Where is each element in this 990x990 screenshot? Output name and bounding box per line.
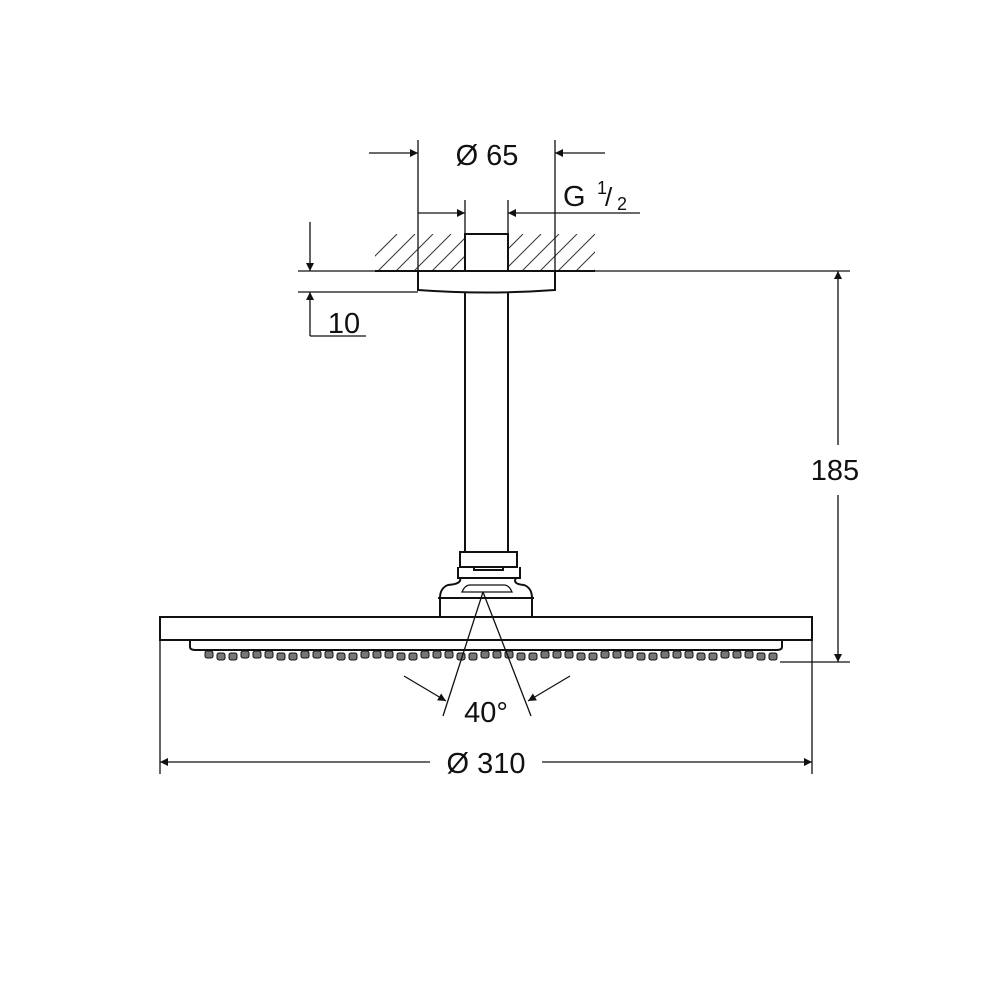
nozzle [276, 652, 286, 661]
nut [459, 551, 518, 571]
nozzle [540, 650, 550, 659]
ball-joint [438, 567, 534, 599]
nozzle [612, 650, 622, 659]
nozzle [432, 650, 442, 659]
hatch-line [413, 234, 452, 271]
nozzle [660, 650, 670, 659]
total-height-label: 185 [811, 455, 859, 487]
nozzle [396, 652, 406, 661]
hatch-line [375, 234, 398, 257]
nozzle [492, 650, 502, 659]
nozzle [216, 652, 226, 661]
nozzle [372, 650, 382, 659]
nozzle [480, 650, 490, 659]
nozzle [444, 650, 454, 659]
hatch-line [612, 234, 649, 271]
nozzle [300, 650, 310, 659]
flange-height-label: 10 [328, 308, 360, 340]
nozzles [204, 650, 778, 661]
nozzle [516, 652, 526, 661]
nozzle [696, 652, 706, 661]
hatch-line [395, 234, 434, 271]
hatch-line [431, 234, 470, 271]
hatch-line [521, 234, 560, 271]
nozzle [336, 652, 346, 661]
nozzle [252, 650, 262, 659]
hatch-line [575, 251, 595, 271]
nozzle [588, 652, 598, 661]
hatch-line [377, 234, 416, 271]
nozzle [648, 652, 658, 661]
nozzle [552, 650, 562, 659]
nozzle [756, 652, 766, 661]
hatch-line [557, 234, 595, 271]
wall-flange [417, 271, 556, 294]
svg-text:/: / [605, 182, 613, 212]
nozzle [576, 652, 586, 661]
spray-angle-line-left [442, 591, 484, 717]
nozzle [312, 650, 322, 659]
nozzle [732, 650, 742, 659]
nozzle [528, 652, 538, 661]
head-diameter-label: Ø 310 [447, 748, 526, 780]
nozzle [744, 650, 754, 659]
nozzle [324, 650, 334, 659]
hatch-line [630, 234, 667, 271]
spray-angle-label: 40° [464, 697, 508, 729]
nozzle [624, 650, 634, 659]
nozzle [636, 652, 646, 661]
spray-angle-line-right [482, 591, 532, 717]
nozzle [564, 650, 574, 659]
hatch-line [593, 269, 595, 271]
svg-text:G: G [563, 181, 586, 213]
nozzle [720, 650, 730, 659]
nozzle [240, 650, 250, 659]
nozzle [600, 650, 610, 659]
svg-text:2: 2 [617, 194, 627, 214]
nozzle [360, 650, 370, 659]
nozzle [204, 650, 214, 659]
spray-plate [189, 640, 783, 651]
hatch-line [503, 234, 542, 271]
ceiling-hatch [375, 234, 667, 271]
nozzle [408, 652, 418, 661]
flange-diameter-label: Ø 65 [456, 140, 519, 172]
thread-connector [464, 233, 509, 272]
nozzle [228, 652, 238, 661]
thread-size-label: G 1 / 2 [563, 178, 627, 214]
svg-text:1: 1 [597, 178, 607, 198]
nozzle [684, 650, 694, 659]
nozzle [468, 652, 478, 661]
shower-head-body [159, 616, 813, 641]
nozzle [348, 652, 358, 661]
nozzle [672, 650, 682, 659]
nozzle [384, 650, 394, 659]
nozzle [420, 650, 430, 659]
nozzle [768, 652, 778, 661]
nozzle [288, 652, 298, 661]
nozzle [264, 650, 274, 659]
nozzle [708, 652, 718, 661]
hatch-line [539, 234, 578, 271]
